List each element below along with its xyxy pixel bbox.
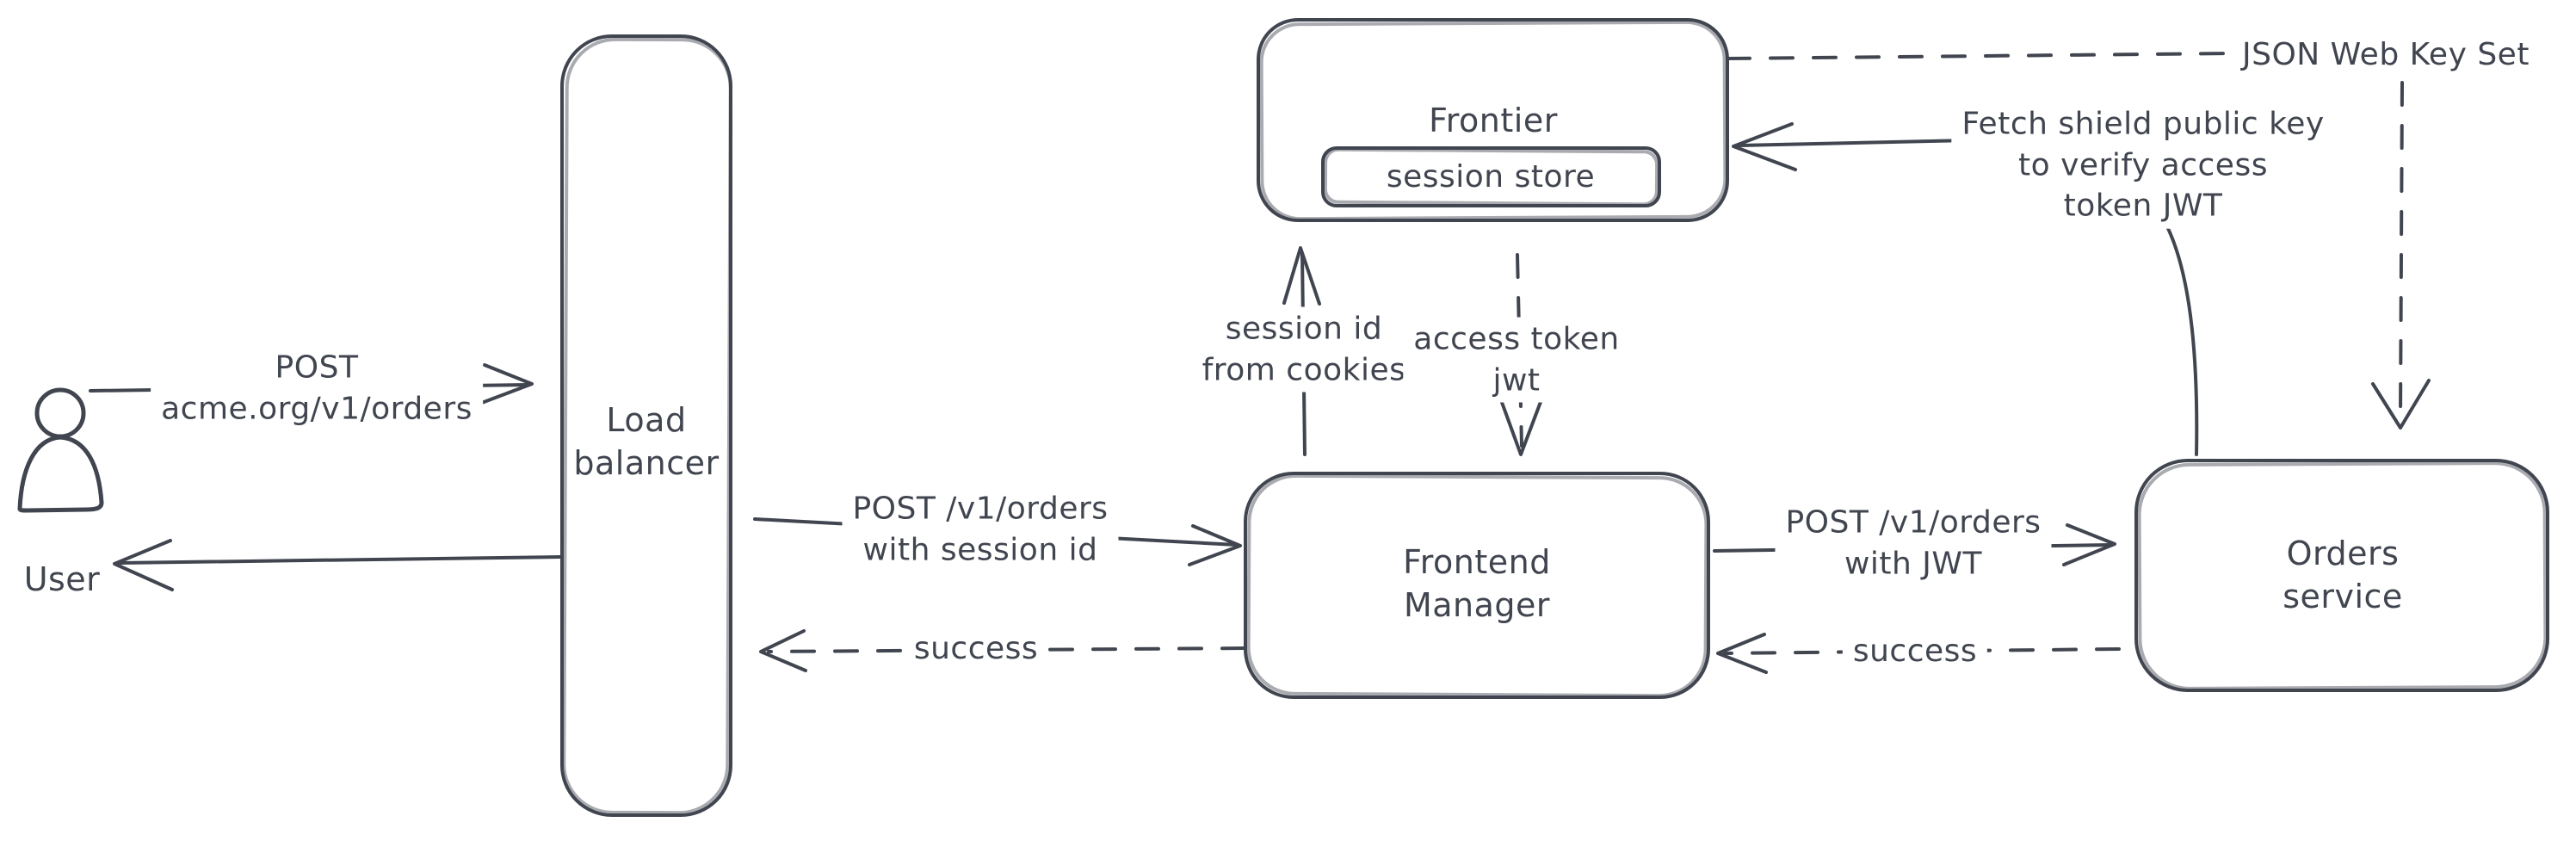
arrow-jwks-to-orders-head <box>2371 379 2431 430</box>
frontier-box-sketch <box>1259 20 1727 221</box>
frontier-label: Frontier <box>1429 101 1558 139</box>
frontend-manager-node <box>1244 472 1710 699</box>
orders-service-box <box>2134 459 2549 692</box>
arrow-jwks-to-orders <box>2371 81 2431 430</box>
arrow-orders-to-fm-line <box>1723 647 2121 655</box>
orders-service-box-sketch <box>2137 461 2548 690</box>
edge-label-success-left: success <box>903 627 1049 671</box>
arrow-jwks-to-orders-line <box>2399 81 2404 420</box>
line-frontier-to-jwks-dashes <box>1726 52 2237 60</box>
edge-label-post-orders-session-id: POST /v1/orders with session id <box>842 486 1119 572</box>
arrow-lb-to-user <box>113 539 562 591</box>
frontend-manager-box <box>1244 472 1710 699</box>
arrow-user-to-lb-head <box>478 363 534 405</box>
line-frontier-to-jwks <box>1726 52 2237 60</box>
arrow-fm-to-orders-head <box>2062 523 2116 566</box>
edge-label-access-token-jwt: access token jwt <box>1403 317 1630 403</box>
session-store-box <box>1321 146 1661 207</box>
user-icon-head <box>34 387 86 439</box>
frontend-manager-box-sketch <box>1246 473 1708 698</box>
edge-label-post-orders-with-jwt: POST /v1/orders with JWT <box>1775 500 2052 586</box>
arrow-lb-to-user-head <box>113 539 174 591</box>
orders-service-node <box>2134 459 2549 692</box>
load-balancer-node <box>560 34 732 817</box>
arrow-fm-to-frontier-head <box>1282 246 1321 306</box>
arrow-orders-to-fm-head <box>1716 633 1768 674</box>
arrow-frontier-to-fm-head <box>1498 393 1545 456</box>
jwks-label: JSON Web Key Set <box>2242 37 2530 73</box>
user-label: User <box>23 560 101 598</box>
frontend-manager-label: Frontend Manager <box>1403 542 1551 624</box>
user-icon-body <box>17 435 104 513</box>
load-balancer-label: Load balancer <box>573 400 720 482</box>
load-balancer-box-sketch <box>562 37 732 815</box>
arrow-orders-to-frontier-head <box>1732 122 1797 171</box>
edge-label-fetch-shield-public-key: Fetch shield public key to verify access… <box>1951 102 2335 229</box>
load-balancer-box <box>560 34 732 817</box>
frontier-node <box>1257 18 1729 222</box>
arrow-lb-to-user-line <box>119 555 562 565</box>
session-store-box-sketch <box>1323 147 1659 207</box>
orders-service-label: Orders service <box>2283 534 2403 615</box>
edge-label-session-id-from-cookies: session id from cookies <box>1191 306 1417 393</box>
arrow-lb-to-fm-head <box>1188 524 1242 566</box>
user-icon <box>17 387 104 513</box>
edge-label-post-acme-orders: POST acme.org/v1/orders <box>151 345 483 431</box>
edge-label-success-right: success <box>1842 629 1988 674</box>
arrow-fm-to-lb-head <box>759 629 807 672</box>
session-store-label: session store <box>1386 159 1596 195</box>
arrow-orders-to-fm <box>1716 633 2121 674</box>
